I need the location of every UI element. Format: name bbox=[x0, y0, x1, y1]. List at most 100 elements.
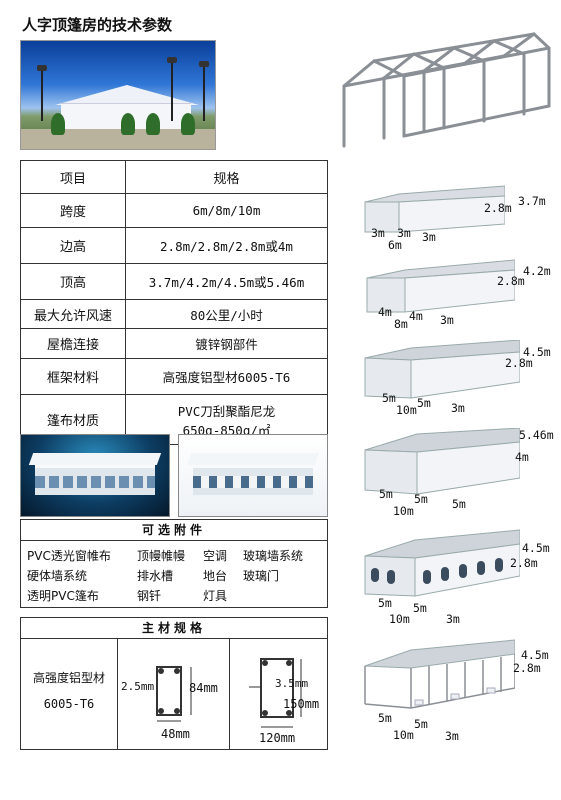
tent-model-drawing bbox=[364, 639, 515, 709]
tent-span: 10m bbox=[389, 612, 410, 626]
tent-photo-white bbox=[178, 434, 328, 517]
tent-bay: 5m bbox=[378, 711, 392, 725]
accessory-item: 灯具 bbox=[203, 589, 228, 603]
photo-tent-body bbox=[35, 465, 155, 495]
spec-value: 镀锌钢部件 bbox=[125, 328, 328, 359]
tent-side-height: 2.8m bbox=[510, 556, 538, 570]
palm-tree bbox=[51, 113, 65, 135]
spec-row: 顶高 3.7m/4.2m/4.5m或5.46m bbox=[20, 263, 328, 300]
spec-row: 边高 2.8m/2.8m/2.8m或4m bbox=[20, 227, 328, 264]
tent-bay: 5m bbox=[417, 396, 431, 410]
tent-span: 6m bbox=[388, 238, 402, 252]
spec-header-spec: 规格 bbox=[125, 160, 328, 194]
spec-value-line: 650g-850g/㎡ bbox=[182, 422, 271, 438]
tent-side-height: 2.8m bbox=[505, 356, 533, 370]
accessory-item: 硬体墙系统 bbox=[27, 569, 88, 583]
tent-photo-night bbox=[20, 434, 170, 517]
tent-bay: 5m bbox=[414, 717, 428, 731]
tent-model-drawing bbox=[364, 340, 520, 399]
accessory-item: 透明PVC篷布 bbox=[27, 589, 99, 603]
spec-value: 2.8m/2.8m/2.8m或4m bbox=[125, 227, 328, 264]
tent-bay: 4m bbox=[378, 305, 392, 319]
accessories-box: 可选附件 PVC透光窗帷布 顶幔帷幔 空调 玻璃墙系统 硬体墙系统 排水槽 地台… bbox=[20, 519, 328, 608]
tent-bay: 3m bbox=[440, 313, 454, 327]
tent-bay: 3m bbox=[446, 612, 460, 626]
spec-value: 6m/8m/10m bbox=[125, 193, 328, 228]
photo-ground bbox=[21, 129, 215, 149]
accessory-item: PVC透光窗帷布 bbox=[27, 549, 111, 563]
materials-box: 主材规格 高强度铝型材 6005-T6 2.5mm 84mm 48mm 3.5m… bbox=[20, 617, 328, 750]
tent-bay: 5m bbox=[413, 601, 427, 615]
tent-top-height: 4.5m bbox=[521, 648, 549, 662]
photo-tent-body bbox=[193, 465, 313, 495]
palm-tree bbox=[146, 113, 160, 135]
lamp-post bbox=[199, 61, 209, 121]
tent-bay: 4m bbox=[409, 309, 423, 323]
photo-tent-roof bbox=[28, 453, 162, 465]
profile-small-height: 84mm bbox=[189, 681, 218, 695]
tent-top-height: 4.5m bbox=[522, 541, 550, 555]
accessories-list: PVC透光窗帷布 顶幔帷幔 空调 玻璃墙系统 硬体墙系统 排水槽 地台 玻璃门 … bbox=[21, 541, 327, 607]
accessory-item: 玻璃墙系统 bbox=[243, 549, 304, 563]
spec-value: 80公里/小时 bbox=[125, 299, 328, 329]
tent-top-height: 5.46m bbox=[519, 428, 554, 442]
spec-header-row: 项目 规格 bbox=[20, 160, 328, 194]
page-title: 人字顶篷房的技术参数 bbox=[22, 16, 173, 34]
spec-item: 屋檐连接 bbox=[20, 328, 126, 359]
materials-title: 主材规格 bbox=[21, 618, 327, 639]
tent-bay: 3m bbox=[445, 729, 459, 743]
lamp-post bbox=[37, 65, 47, 121]
tent-model-drawing bbox=[364, 428, 520, 495]
spec-table: 项目 规格 跨度 6m/8m/10m 边高 2.8m/2.8m/2.8m或4m … bbox=[20, 160, 328, 445]
profile-large-height: 150mm bbox=[283, 697, 320, 711]
tent-span: 10m bbox=[393, 728, 414, 742]
tent-bay: 5m bbox=[379, 487, 393, 501]
profile-small-wall: 2.5mm bbox=[121, 680, 155, 693]
spec-item: 框架材料 bbox=[20, 358, 126, 395]
tent-side-height: 2.8m bbox=[497, 274, 525, 288]
spec-item: 最大允许风速 bbox=[20, 299, 126, 329]
accessory-item: 地台 bbox=[203, 569, 228, 583]
tent-span: 10m bbox=[396, 403, 417, 417]
spec-value-line: PVC刀刮聚酯尼龙 bbox=[177, 403, 276, 419]
profile-large-drawing bbox=[249, 658, 302, 728]
tent-bay: 5m bbox=[382, 391, 396, 405]
tent-bay: 3m bbox=[451, 401, 465, 415]
profile-small-width: 48mm bbox=[161, 727, 190, 741]
spec-item: 顶高 bbox=[20, 263, 126, 300]
tent-side-height: 2.8m bbox=[484, 201, 512, 215]
photo-tent-roof bbox=[55, 85, 199, 105]
accessory-item: 顶幔帷幔 bbox=[137, 549, 186, 563]
tent-bay: 3m bbox=[422, 230, 436, 244]
tent-top-height: 4.2m bbox=[523, 264, 551, 278]
tent-bay: 5m bbox=[378, 596, 392, 610]
divider bbox=[117, 639, 118, 749]
tent-side-height: 4m bbox=[515, 450, 529, 464]
spec-item: 跨度 bbox=[20, 193, 126, 228]
accessory-item: 排水槽 bbox=[137, 569, 174, 583]
tent-frame-drawing bbox=[342, 32, 551, 148]
spec-row: 最大允许风速 80公里/小时 bbox=[20, 299, 328, 329]
tent-model-drawing bbox=[364, 529, 520, 597]
tent-bay: 5m bbox=[452, 497, 466, 511]
accessory-item: 空调 bbox=[203, 549, 228, 563]
tent-bay: 5m bbox=[414, 492, 428, 506]
materials-body: 高强度铝型材 6005-T6 2.5mm 84mm 48mm 3.5mm 150… bbox=[21, 639, 327, 749]
tent-span: 8m bbox=[394, 317, 408, 331]
spec-header-item: 项目 bbox=[20, 160, 126, 194]
profile-large-width: 120mm bbox=[259, 731, 296, 745]
spec-row: 屋檐连接 镀锌钢部件 bbox=[20, 328, 328, 359]
spec-value: 高强度铝型材6005-T6 bbox=[125, 358, 328, 395]
hero-tent-photo bbox=[20, 40, 216, 150]
tent-span: 10m bbox=[393, 504, 414, 518]
divider bbox=[229, 639, 230, 749]
palm-tree bbox=[121, 113, 135, 135]
material-code: 6005-T6 bbox=[43, 697, 95, 711]
tent-bay: 3m bbox=[397, 226, 411, 240]
photo-tent-roof bbox=[186, 453, 320, 465]
palm-tree bbox=[181, 113, 195, 135]
spec-row: 跨度 6m/8m/10m bbox=[20, 193, 328, 228]
tent-bay: 3m bbox=[371, 226, 385, 240]
lamp-post bbox=[167, 57, 177, 121]
accessories-title: 可选附件 bbox=[21, 520, 327, 541]
